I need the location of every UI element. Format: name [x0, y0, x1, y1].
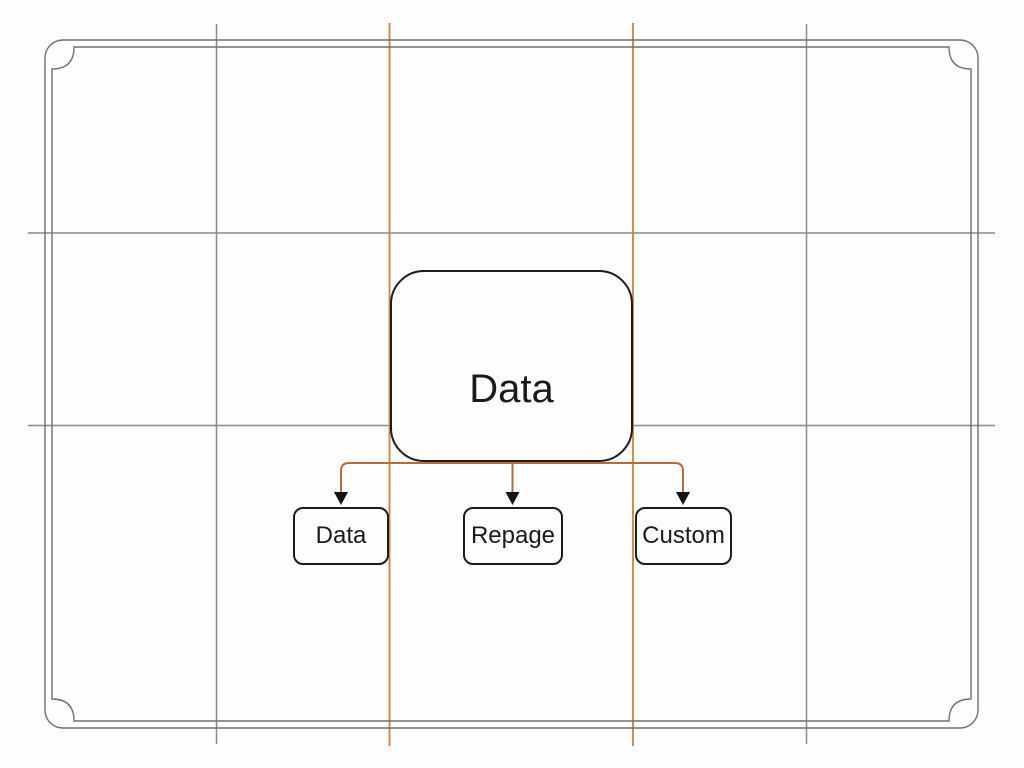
frame-inner-border	[51, 46, 972, 722]
child-node-data-label: Data	[315, 522, 367, 549]
root-node-label: Data	[469, 366, 554, 411]
connector-lines	[340, 462, 684, 492]
child-node-data[interactable]: Data	[293, 507, 389, 565]
child-node-repage-label: Repage	[470, 522, 556, 549]
frame-outer-border	[44, 39, 979, 729]
child-node-custom[interactable]: Custom	[635, 507, 732, 565]
arrowhead-to-custom	[676, 492, 690, 505]
arrowhead-to-data	[334, 492, 348, 505]
arrowhead-to-repage	[505, 492, 520, 505]
root-node-data[interactable]: Data	[390, 270, 633, 462]
child-node-repage[interactable]: Repage	[463, 507, 563, 565]
child-node-custom-label: Custom	[642, 522, 725, 549]
